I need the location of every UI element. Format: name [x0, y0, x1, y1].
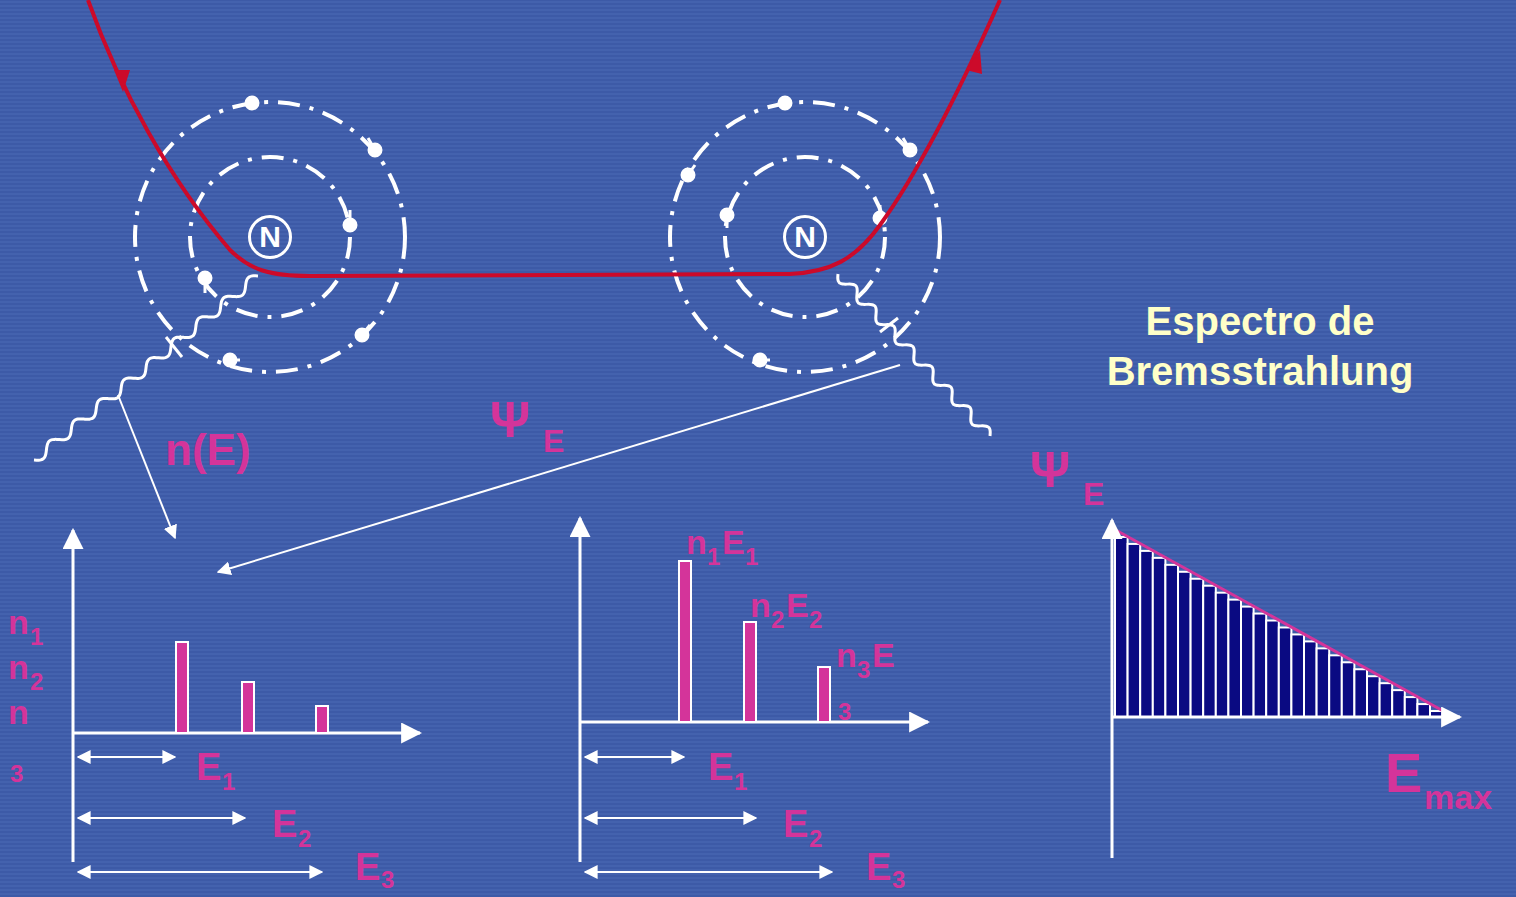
spectrum-bar [1191, 579, 1204, 717]
inner-shell [725, 157, 885, 317]
spectrum-bar [1304, 641, 1317, 717]
count-label: n [836, 638, 857, 672]
spectrum-bars [1115, 537, 1443, 717]
max-energy-label: E [1385, 745, 1422, 801]
spectrum-bar [1241, 607, 1254, 717]
fluence-symbol: Ψ [490, 395, 530, 445]
energy-label: E [786, 588, 809, 622]
subscript: 1 [734, 770, 747, 794]
subscript: 3 [381, 868, 394, 892]
subscript: 2 [809, 608, 822, 632]
energy-label: E [272, 805, 297, 843]
subscript: 2 [771, 608, 784, 632]
subscript: 3 [857, 658, 870, 682]
spectrum-bar [1317, 648, 1330, 717]
spectrum-bar [1128, 544, 1141, 717]
spectrum-bar [1342, 662, 1355, 717]
path-arrowhead [114, 70, 130, 92]
pointer-line [218, 365, 900, 572]
energy-label: E [783, 805, 808, 843]
spectrum-bar [1165, 565, 1178, 717]
subscript: 3 [892, 868, 905, 892]
spectrum-bar [1380, 683, 1393, 717]
spectrum-bar [1367, 676, 1380, 717]
spectrum-bar [1115, 537, 1128, 717]
subscript: max [1424, 780, 1492, 814]
count-label: n [8, 650, 29, 684]
spectrum-bar [1228, 600, 1241, 717]
energy-label: E [708, 748, 733, 786]
electron-path [88, 0, 1000, 276]
subscript: 1 [30, 625, 43, 649]
spectrum-bar [1203, 586, 1216, 717]
spectrum-bar [1153, 558, 1166, 717]
subscript: 1 [745, 545, 758, 569]
electrons [199, 97, 916, 366]
spectrum-bar [1291, 634, 1304, 717]
photon-tick [880, 318, 898, 332]
energy-label: E [196, 748, 221, 786]
subscript: 3 [838, 700, 851, 724]
subscript: 2 [30, 670, 43, 694]
spectrum-bar [1329, 655, 1342, 717]
left-axes [73, 530, 420, 862]
fluence-symbol: Ψ [1030, 445, 1070, 495]
middle-bars [679, 561, 830, 722]
middle-axes [580, 518, 928, 862]
subscript: 3 [10, 762, 23, 786]
inner-shell [190, 157, 350, 317]
electron-shells [135, 102, 940, 372]
outer-shell [135, 102, 405, 372]
spectrum-bar [1140, 551, 1153, 717]
nucleus-circle: N [248, 215, 292, 259]
subscript: E [1083, 478, 1104, 510]
subscript: 1 [707, 545, 720, 569]
nucleus-label: N [794, 222, 816, 252]
spectrum-bar [1266, 621, 1279, 717]
path-arrowhead [966, 50, 982, 74]
subscript: 1 [222, 770, 235, 794]
spectrum-bar [1405, 697, 1418, 717]
right-axes [1112, 520, 1460, 858]
subscript: 2 [298, 827, 311, 851]
count-label: n [750, 588, 771, 622]
photon-tick [166, 337, 182, 357]
count-label: n [686, 525, 707, 559]
photon-wave [838, 274, 990, 436]
subscript: E [543, 425, 564, 457]
outer-shell [670, 102, 940, 372]
energy-label: E [355, 848, 380, 886]
spectrum-bar [1392, 690, 1405, 717]
spectrum-envelope [1112, 528, 1445, 712]
energy-label: E [872, 638, 895, 672]
nucleus-label: N [259, 222, 281, 252]
count-label: n [8, 605, 29, 639]
spectrum-bar [1354, 669, 1367, 717]
count-label: n [8, 695, 29, 729]
left-bars [176, 642, 328, 733]
energy-label: E [722, 525, 745, 559]
spectrum-title: Espectro de Bremsstrahlung [1045, 296, 1475, 396]
subscript: 2 [809, 827, 822, 851]
spectrum-bar [1254, 614, 1267, 717]
energy-label: E [866, 848, 891, 886]
energy-count-label: n(E) [165, 428, 251, 472]
nucleus-circle: N [783, 215, 827, 259]
spectrum-bar [1417, 704, 1430, 717]
spectrum-bar [1216, 593, 1229, 717]
spectrum-bar [1279, 627, 1292, 717]
spectrum-bar [1178, 572, 1191, 717]
